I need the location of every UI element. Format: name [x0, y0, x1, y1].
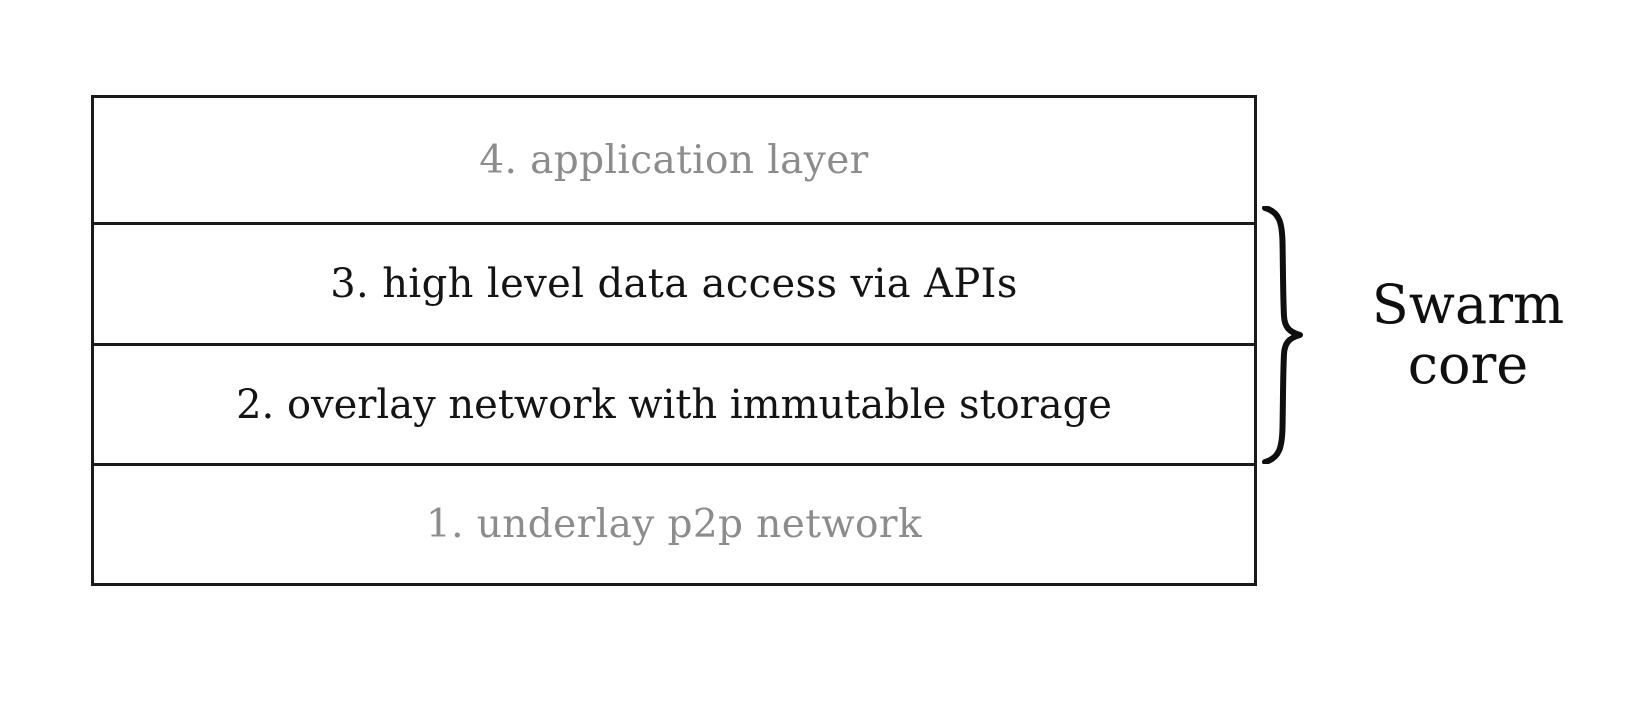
layer-stack: 4. application layer 3. high level data … [91, 95, 1257, 586]
swarm-core-annotation: Swarm core [1262, 206, 1637, 464]
layer-row: 3. high level data access via APIs [94, 225, 1254, 346]
layer-label-1: 1. underlay p2p network [425, 502, 923, 547]
right-curly-brace-icon [1262, 206, 1303, 464]
layer-row: 4. application layer [94, 98, 1254, 225]
swarm-core-caption: Swarm core [1371, 272, 1565, 396]
layer-row: 1. underlay p2p network [94, 466, 1254, 583]
layer-row: 2. overlay network with immutable storag… [94, 346, 1254, 466]
layer-label-3: 3. high level data access via APIs [330, 261, 1018, 307]
layer-label-2: 2. overlay network with immutable storag… [236, 381, 1112, 428]
layer-label-4: 4. application layer [479, 137, 869, 183]
